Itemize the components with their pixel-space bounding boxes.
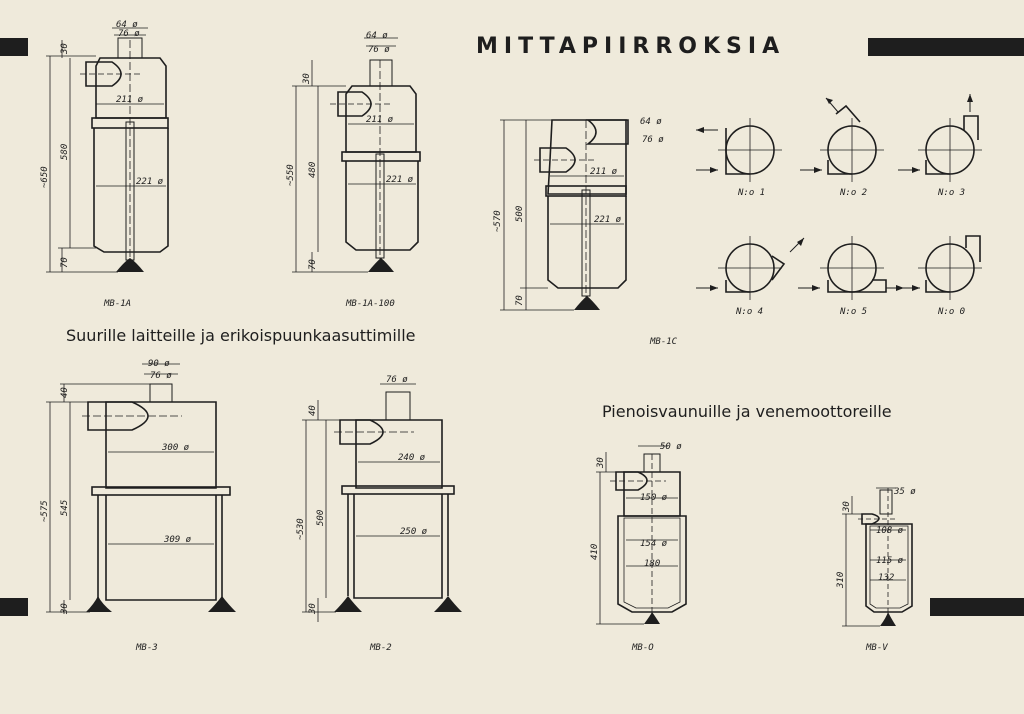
mb1a-caption: MB-1A	[103, 299, 131, 309]
mb3-vdim-foot: 30	[60, 603, 70, 615]
mbo-inner-dim-3: 180	[644, 559, 660, 569]
section-heading-large-units: Suurille laitteille ja erikoispuunkaasut…	[66, 326, 416, 345]
mb2-vdim-total: ~530	[296, 518, 306, 540]
mb3-inner-dim-2: 309 ø	[163, 535, 192, 545]
edge-bar-top-right	[868, 38, 1024, 56]
mb1a-inner-dim-2: 221 ø	[136, 177, 164, 187]
mb1a-inner-dim-1: 211 ø	[116, 95, 144, 105]
mb1c-vdim-total: ~570	[493, 210, 503, 232]
connection-scheme-3	[898, 94, 982, 182]
section-heading-small-units: Pienoisvaunuille ja venemoottoreille	[602, 402, 892, 421]
mb3-vdim-top: 40	[60, 387, 70, 398]
drawing-mb-o	[596, 445, 687, 625]
mb1c-inner-dim-2: 221 ø	[594, 215, 622, 225]
page-title: MITTAPIIRROKSIA	[476, 34, 786, 59]
edge-bar-bottom-left	[0, 598, 28, 616]
mb1c-top-dim-outer: 64 ø	[640, 117, 662, 127]
edge-bar-top-left	[0, 38, 28, 56]
mbo-inner-dim-1: 150 ø	[640, 493, 668, 503]
mb3-caption: MB-3	[135, 643, 158, 653]
connection-scheme-5	[798, 236, 904, 300]
mb1a100-vdim-foot: 70	[308, 259, 318, 270]
mb1a100-inner-dim-2: 221 ø	[386, 175, 414, 185]
connection-label-0: N:o 0	[937, 307, 965, 317]
mb1a100-caption: MB-1A-100	[345, 299, 395, 309]
mb1c-top-dim-inner: 76 ø	[642, 135, 664, 145]
mb1a100-vdim-total: ~550	[286, 164, 296, 186]
mb1a100-vdim-body: 480	[308, 162, 318, 178]
connection-scheme-1	[696, 118, 782, 182]
mb2-vdim-foot: 30	[308, 603, 318, 615]
connection-label-3: N:o 3	[937, 188, 965, 198]
connection-label-1: N:o 1	[737, 188, 765, 198]
mbo-vdim-total: 410	[590, 544, 600, 560]
mbo-vdim-top: 30	[596, 457, 606, 469]
drawing-mb-v	[842, 487, 913, 627]
mbo-inner-dim-2: 154 ø	[640, 539, 668, 549]
mb2-vdim-body: 500	[316, 510, 326, 526]
mb3-top-dim-outer: 90 ø	[148, 359, 170, 369]
mbv-inner-dim-1: 108 ø	[876, 526, 904, 536]
mb1a100-inner-dim-1: 211 ø	[366, 115, 394, 125]
connection-label-4: N:o 4	[735, 307, 763, 317]
mb1c-caption: MB-1C	[649, 337, 678, 347]
mb1c-vdim-foot: 70	[515, 295, 525, 306]
mb3-top-dim-inner: 76 ø	[150, 371, 172, 381]
mb1a100-vdim-top: 30	[302, 73, 312, 85]
mb1a-top-dim-outer: 64 ø	[116, 20, 138, 30]
connection-label-5: N:o 5	[839, 307, 867, 317]
drawing-mb-1a	[46, 27, 169, 273]
mb1c-vdim-body: 500	[515, 206, 525, 222]
mb2-top-dim: 76 ø	[386, 375, 408, 385]
mbv-inner-dim-3: 132	[878, 573, 894, 583]
mb2-caption: MB-2	[369, 643, 392, 653]
drawing-mb-2	[302, 383, 462, 622]
connection-label-2: N:o 2	[839, 188, 867, 198]
mb3-vdim-body: 545	[60, 500, 70, 516]
connection-scheme-2	[800, 97, 884, 182]
connection-scheme-0	[898, 235, 982, 300]
mb3-inner-dim-1: 300 ø	[161, 443, 190, 453]
mb1a-vdim-total: ~650	[40, 166, 50, 188]
mbv-caption: MB-V	[865, 643, 888, 653]
connection-scheme-4	[696, 236, 805, 300]
mbv-top-dim: 35 ø	[893, 487, 916, 497]
mb2-inner-dim-2: 250 ø	[400, 527, 428, 537]
mb1c-inner-dim-1: 211 ø	[590, 167, 618, 177]
mbv-vdim-top: 30	[842, 501, 852, 513]
mb1a-vdim-body: 580	[60, 144, 70, 160]
mb3-vdim-total: ~575	[40, 500, 50, 522]
mb1a-top-dim-inner: 76 ø	[118, 29, 140, 39]
mb2-inner-dim-1: 240 ø	[398, 453, 426, 463]
mbo-caption: MB-O	[631, 643, 654, 653]
mb1a-vdim-top: 30	[60, 43, 70, 55]
mb2-vdim-top: 40	[308, 405, 318, 416]
mb1a100-top-dim-inner: 76 ø	[368, 45, 390, 55]
mbv-inner-dim-2: 115 ø	[876, 556, 904, 566]
mb1a-vdim-foot: 70	[60, 257, 70, 268]
drawing-mb-3	[46, 363, 236, 614]
edge-bar-bottom-right	[930, 598, 1024, 616]
drawing-mb-1a-100	[292, 37, 421, 273]
mbo-top-dim: 50 ø	[660, 442, 682, 452]
mbv-vdim-total: 310	[836, 572, 846, 589]
drawing-mb-1c	[500, 119, 629, 311]
mb1a100-top-dim-outer: 64 ø	[366, 31, 388, 41]
